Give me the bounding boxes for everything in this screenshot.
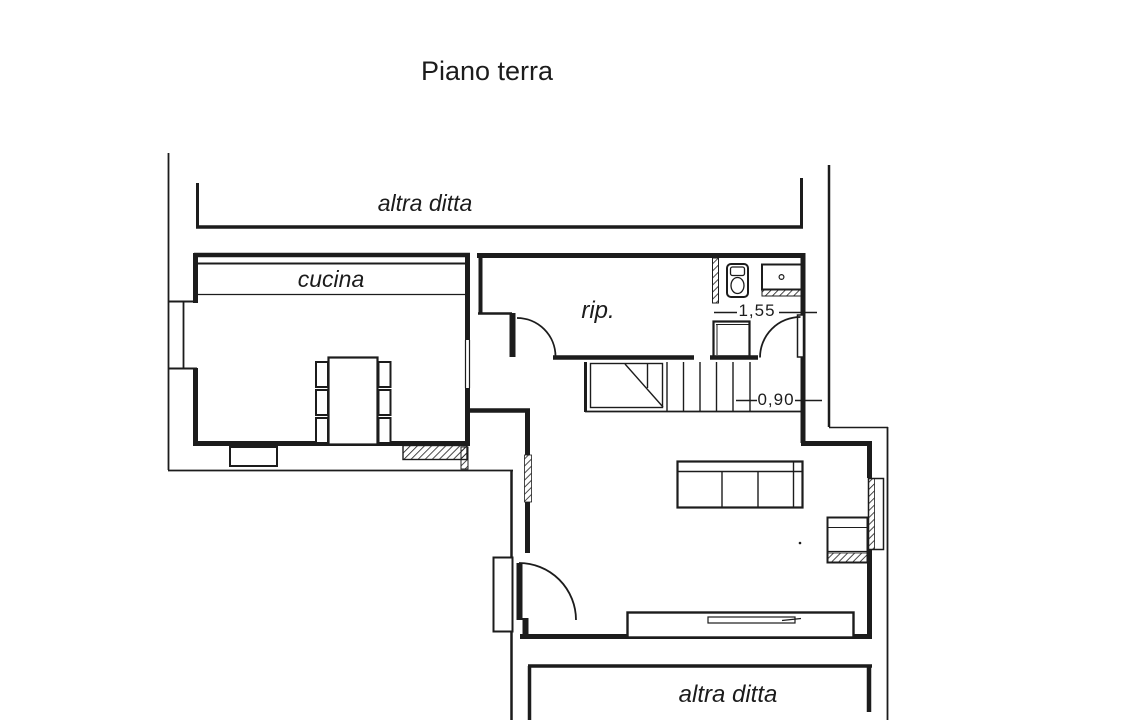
kitchen-pass-through	[464, 340, 471, 388]
sideboard-cabinet	[626, 611, 855, 639]
room-label-kitchen: cucina	[297, 266, 365, 292]
neighbor-unit-bottom-walls	[527, 664, 872, 720]
toilet	[726, 263, 749, 298]
chair	[315, 417, 329, 444]
neighbor-unit-top-walls	[196, 178, 803, 229]
living-room-left-window	[524, 454, 532, 503]
exterior-step	[229, 446, 278, 467]
bathroom-door-swing	[759, 316, 801, 358]
sofa	[676, 460, 804, 509]
kitchen-window-sill	[402, 444, 468, 461]
chair	[377, 361, 392, 388]
dimension-passage-width: 0,90	[757, 390, 795, 409]
neighbor-label-bottom: altra ditta	[678, 681, 778, 708]
staircase	[584, 362, 801, 413]
dimension-bath-width: 1,55	[738, 301, 776, 320]
balcony-door	[516, 562, 577, 621]
sink-counter	[761, 263, 804, 297]
wall-end-pier	[460, 446, 469, 470]
living-room-right-window	[867, 477, 885, 551]
kitchen-left-window	[168, 300, 197, 370]
dining-table	[327, 356, 379, 446]
neighbor-label-top: altra ditta	[377, 190, 473, 216]
dining-table-set	[315, 356, 392, 446]
storage-door-swing	[516, 317, 557, 357]
page-title: Piano terra	[420, 56, 554, 86]
living-room-walls	[467, 408, 872, 639]
bathroom-partition-wall	[712, 257, 719, 304]
bathroom-door-leaf	[796, 314, 805, 358]
chair	[377, 389, 392, 416]
armchair	[826, 516, 869, 564]
balcony-door-swing	[518, 562, 577, 621]
chair	[315, 361, 329, 388]
bathroom-door	[759, 314, 805, 358]
chair	[377, 417, 392, 444]
shower-box	[712, 320, 751, 358]
kitchen-walls	[193, 252, 470, 446]
room-label-storage: rip.	[581, 297, 615, 324]
chair	[315, 389, 329, 416]
dimension-leaders	[714, 311, 822, 402]
balcony-landing	[492, 556, 514, 633]
scan-speck	[798, 541, 802, 545]
